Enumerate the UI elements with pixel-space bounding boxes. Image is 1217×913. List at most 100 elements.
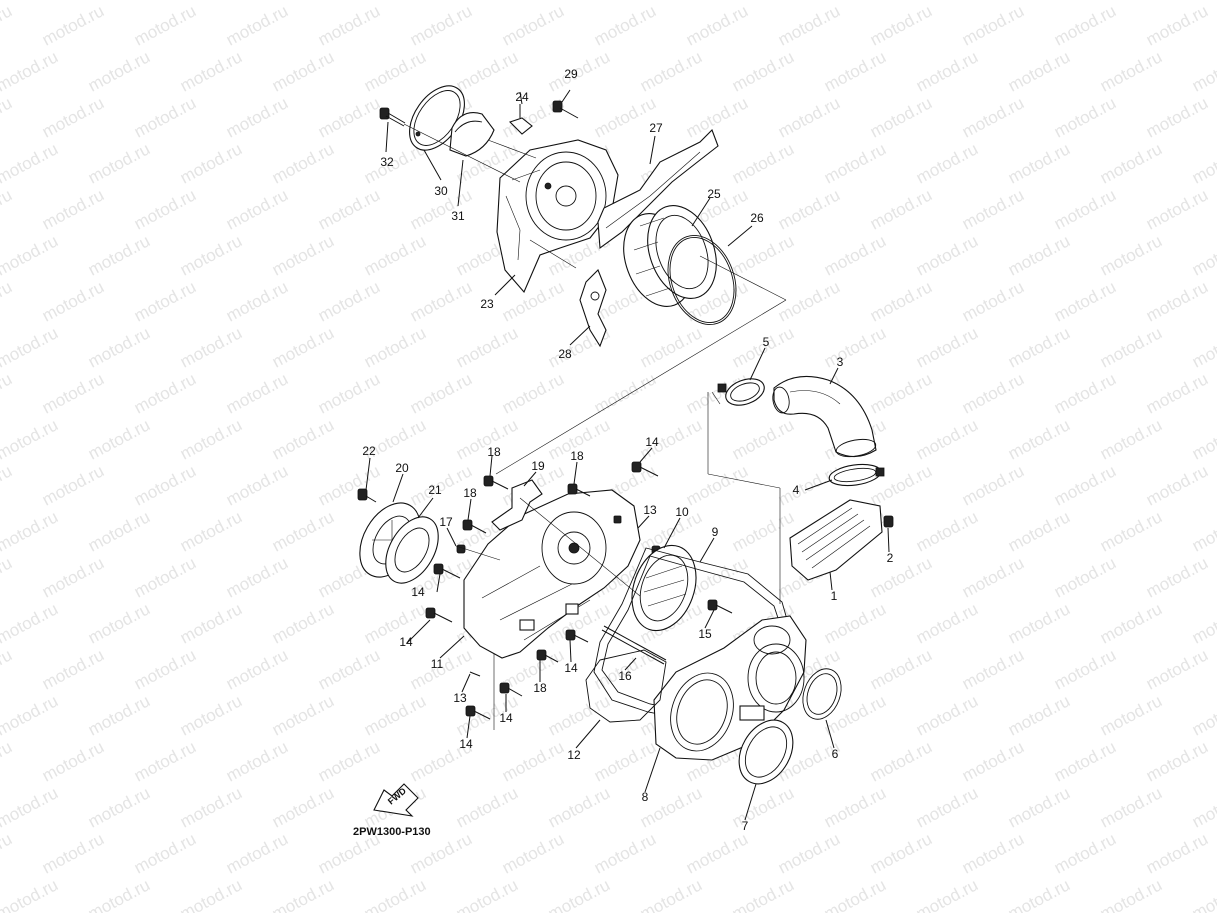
watermark-text: motod.ru [1051,829,1119,877]
watermark-text: motod.ru [1051,185,1119,233]
watermark-text: motod.ru [1189,139,1217,187]
part-23-fan-shroud [496,139,619,294]
watermark-text: motod.ru [1051,369,1119,417]
watermark-text: motod.ru [1143,553,1211,601]
watermark-text: motod.ru [269,139,337,187]
callout-12: 12 [567,748,581,762]
watermark-text: motod.ru [1189,415,1217,463]
watermark-text: motod.ru [683,461,751,509]
watermark-text: motod.ru [361,875,429,913]
watermark-text: motod.ru [85,875,153,913]
watermark-text: motod.ru [1143,829,1211,877]
watermark-text: motod.ru [1143,645,1211,693]
callout-18-d: 18 [533,681,547,695]
watermark-text: motod.ru [821,323,889,371]
callout-23: 23 [480,297,494,311]
watermark-text: motod.ru [775,1,843,49]
watermark-text: motod.ru [1051,737,1119,785]
watermark-text: motod.ru [361,231,429,279]
part-12-gasket [585,649,667,723]
watermark-text: motod.ru [821,783,889,831]
callout-7: 7 [742,819,749,833]
part-15-bolt [707,599,733,614]
callout-14-top: 14 [645,435,659,449]
watermark-text: motod.ru [223,553,291,601]
watermark-text: motod.ru [177,783,245,831]
watermark-text: motod.ru [1005,415,1073,463]
watermark-text: motod.ru [223,829,291,877]
callout-10: 10 [675,505,689,519]
watermark-text: motod.ru [959,737,1027,785]
part-32-bolt [379,107,406,127]
callout-18-c: 18 [463,486,477,500]
watermark-text: motod.ru [39,829,107,877]
watermark-text: motod.ru [1143,277,1211,325]
watermark-text: motod.ru [959,461,1027,509]
watermark-text: motod.ru [729,507,797,555]
callout-29: 29 [564,67,578,81]
watermark-text: motod.ru [1189,783,1217,831]
watermark-text: motod.ru [959,645,1027,693]
watermark-text: motod.ru [729,47,797,95]
part-26-o-ring [667,234,737,326]
watermark-text: motod.ru [499,1,567,49]
watermark-text: motod.ru [1005,323,1073,371]
watermark-text: motod.ru [0,875,61,913]
watermark-text: motod.ru [1143,185,1211,233]
watermark-text: motod.ru [407,277,475,325]
callout-11: 11 [431,657,444,671]
watermark-text: motod.ru [85,691,153,739]
watermark-text: motod.ru [821,47,889,95]
watermark-text: motod.ru [269,783,337,831]
watermark-text: motod.ru [591,369,659,417]
watermark-text: motod.ru [0,0,61,4]
watermark-text: motod.ru [729,783,797,831]
watermark-text: motod.ru [1097,415,1165,463]
watermark-text: motod.ru [0,737,15,785]
callout-14-bottom-mid: 14 [499,711,513,725]
callout-18-b: 18 [570,449,584,463]
watermark-text: motod.ru [867,737,935,785]
watermark-text: motod.ru [85,139,153,187]
watermark-text: motod.ru [959,93,1027,141]
watermark-text: motod.ru [821,875,889,913]
watermark-text: motod.ru [131,369,199,417]
watermark-text: motod.ru [821,691,889,739]
watermark-text: motod.ru [177,231,245,279]
watermark-text: motod.ru [821,139,889,187]
callout-25: 25 [707,187,721,201]
watermark-text: motod.ru [729,415,797,463]
watermark-text: motod.ru [775,93,843,141]
watermark-text: motod.ru [0,231,61,279]
watermark-text: motod.ru [85,599,153,647]
watermark-text: motod.ru [913,231,981,279]
watermark-text: motod.ru [775,829,843,877]
part-16-stud [601,625,667,665]
watermark-text: motod.ru [867,369,935,417]
callout-18-a: 18 [487,445,501,459]
watermark-text: motod.ru [959,369,1027,417]
watermark-text: motod.ru [223,93,291,141]
watermark-text: motod.ru [85,323,153,371]
callout-14-left-mid: 14 [411,585,425,599]
watermark-text: motod.ru [39,553,107,601]
part-22-bolt [357,488,377,503]
watermark-text: motod.ru [269,231,337,279]
watermark-text: motod.ru [1097,599,1165,647]
watermark-text: motod.ru [499,829,567,877]
callout-4: 4 [793,483,800,497]
callout-22: 22 [362,444,376,458]
part-24-clip [508,104,533,135]
watermark-text: motod.ru [85,231,153,279]
watermark-text: motod.ru [0,461,15,509]
watermark-text: motod.ru [499,369,567,417]
watermark-text: motod.ru [545,691,613,739]
watermark-text: motod.ru [1005,599,1073,647]
callout-20: 20 [395,461,409,475]
watermark-text: motod.ru [269,875,337,913]
watermark-text: motod.ru [775,185,843,233]
watermark-text: motod.ru [0,783,61,831]
watermark-text: motod.ru [453,47,521,95]
watermark-text: motod.ru [85,783,153,831]
callout-21: 21 [428,483,442,497]
